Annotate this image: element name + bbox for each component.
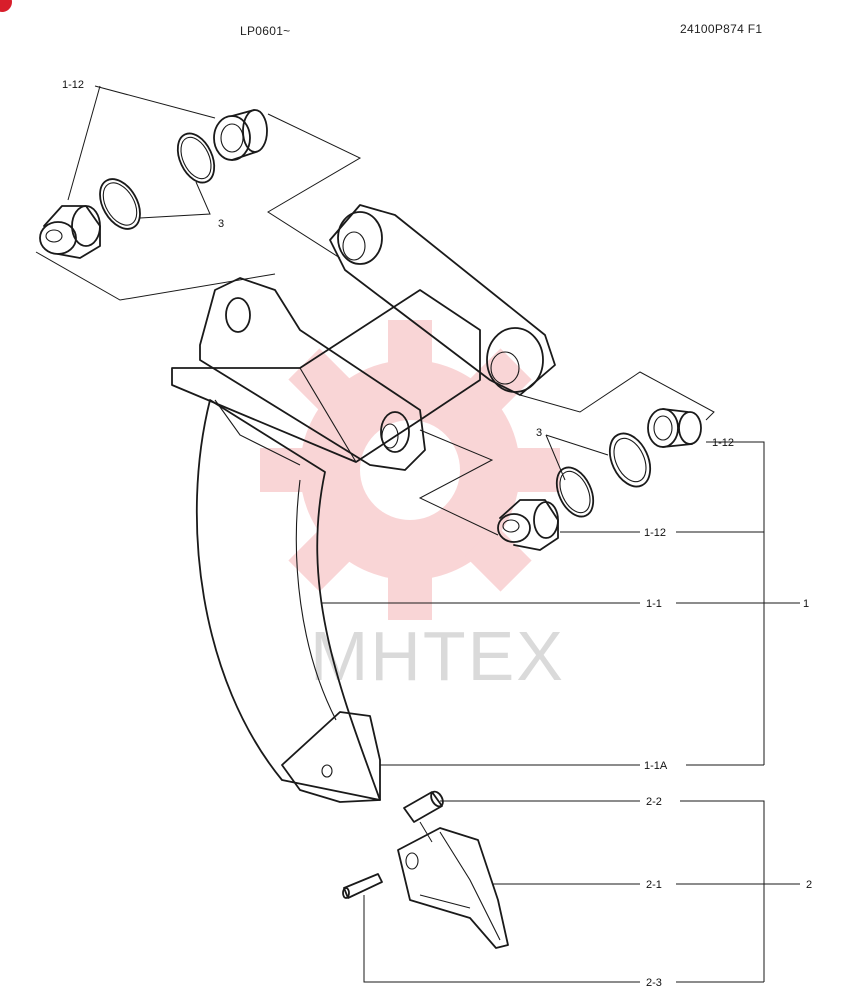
drawing-code-label: 24100P874 F1 bbox=[680, 22, 763, 36]
callout-labels: 1-12 3 3 1-12 1-12 1-1 1 1-1A 2-2 2-1 2 … bbox=[62, 79, 812, 989]
leader-lines bbox=[67, 85, 800, 983]
watermark-text: MHTEX bbox=[310, 617, 565, 695]
o-ring-top bbox=[176, 132, 216, 184]
callout-1: 1 bbox=[803, 598, 809, 610]
callout-1-1: 1-1 bbox=[646, 598, 662, 610]
ripper-tooth bbox=[397, 827, 509, 949]
ripper-shank bbox=[195, 399, 381, 803]
o-ring-right-upper bbox=[608, 432, 652, 488]
corner-logo-badge bbox=[0, 0, 12, 12]
watermark-gear-logo bbox=[260, 320, 560, 620]
callout-2-3: 2-3 bbox=[646, 977, 662, 989]
o-ring-left bbox=[99, 178, 141, 230]
bushing-right-upper bbox=[647, 408, 702, 448]
callout-1-1a: 1-1A bbox=[644, 760, 668, 772]
callout-3-top: 3 bbox=[218, 218, 224, 230]
tooth-pin bbox=[342, 873, 383, 899]
callout-2-1: 2-1 bbox=[646, 879, 662, 891]
pin-sleeve bbox=[403, 790, 444, 823]
bushing-top-left bbox=[39, 205, 101, 259]
o-ring-right-lower bbox=[555, 466, 595, 518]
callout-2-2: 2-2 bbox=[646, 796, 662, 808]
callout-1-12-top-left: 1-12 bbox=[62, 79, 84, 91]
callout-1-12-right-lower: 1-12 bbox=[644, 527, 666, 539]
callout-1-12-right-upper: 1-12 bbox=[712, 437, 734, 449]
callout-2: 2 bbox=[806, 879, 812, 891]
callout-3-middle: 3 bbox=[536, 427, 542, 439]
ripper-frame bbox=[171, 277, 481, 471]
bushing-right-lower bbox=[497, 499, 559, 551]
serial-range-label: LP0601~ bbox=[240, 24, 291, 38]
bushing-top-right bbox=[213, 109, 268, 161]
